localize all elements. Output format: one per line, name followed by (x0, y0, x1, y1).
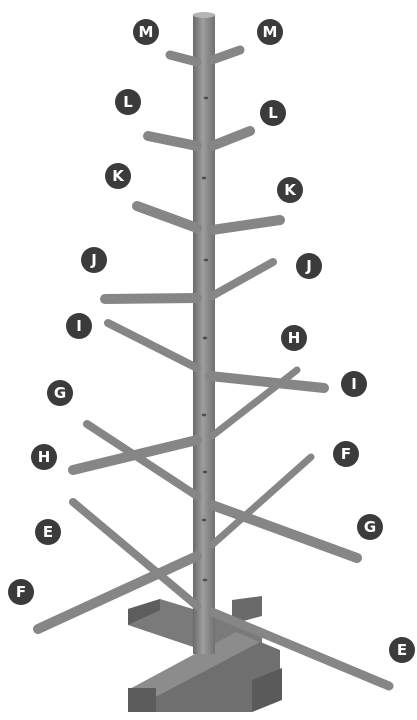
marker-label: I (76, 317, 82, 335)
dowel-k-left (137, 206, 197, 228)
marker-k-right: K (277, 177, 303, 203)
marker-g-left: G (47, 380, 73, 406)
marker-l-left: L (115, 89, 141, 115)
marker-label: H (38, 448, 51, 466)
dowel-g-right (212, 505, 357, 558)
dowel-m-left (170, 55, 197, 62)
marker-label: K (284, 181, 297, 199)
marker-h-left: H (31, 444, 57, 470)
marker-j-left: J (81, 247, 107, 273)
hole (204, 97, 208, 100)
marker-label: F (16, 583, 26, 601)
dowel-m-right (212, 50, 240, 60)
marker-k-left: K (105, 163, 131, 189)
hole (202, 519, 206, 522)
marker-label: L (123, 93, 133, 111)
marker-label: H (288, 329, 301, 347)
marker-h-right: H (281, 325, 307, 351)
hole (203, 337, 207, 340)
hole (202, 177, 206, 180)
base-foot-front-left-block (128, 688, 156, 712)
marker-label: G (54, 384, 66, 402)
marker-label: E (397, 641, 407, 659)
dowel-i-left (108, 323, 197, 368)
marker-j-right: J (296, 253, 322, 279)
marker-i-left: I (66, 313, 92, 339)
marker-label: I (351, 375, 357, 393)
marker-label: L (268, 104, 278, 122)
marker-l-right: L (260, 100, 286, 126)
marker-label: G (364, 518, 376, 536)
marker-f-left: F (8, 579, 34, 605)
hole (203, 471, 207, 474)
marker-m-left: M (133, 19, 159, 45)
marker-label: J (305, 257, 312, 275)
marker-label: K (112, 167, 125, 185)
dowel-e-left (73, 502, 197, 606)
marker-g-right: G (357, 514, 383, 540)
hole (202, 414, 206, 417)
marker-label: M (139, 23, 154, 41)
marker-label: F (341, 445, 351, 463)
dowel-l-left (148, 136, 197, 146)
dowel-j-right (212, 262, 273, 296)
dowel-i-right (210, 376, 324, 388)
marker-f-right: F (333, 441, 359, 467)
dowel-l-right (212, 131, 250, 146)
marker-m-right: M (257, 19, 283, 45)
trunk-top (193, 12, 215, 18)
marker-label: M (263, 23, 278, 41)
marker-e-right: E (389, 637, 415, 663)
hole (204, 259, 208, 262)
dowel-k-right (212, 220, 280, 230)
marker-label: E (43, 523, 53, 541)
dowel-j-left (105, 298, 197, 299)
marker-e-left: E (35, 519, 61, 545)
marker-i-right: I (341, 371, 367, 397)
marker-label: J (90, 251, 97, 269)
hole (203, 579, 207, 582)
